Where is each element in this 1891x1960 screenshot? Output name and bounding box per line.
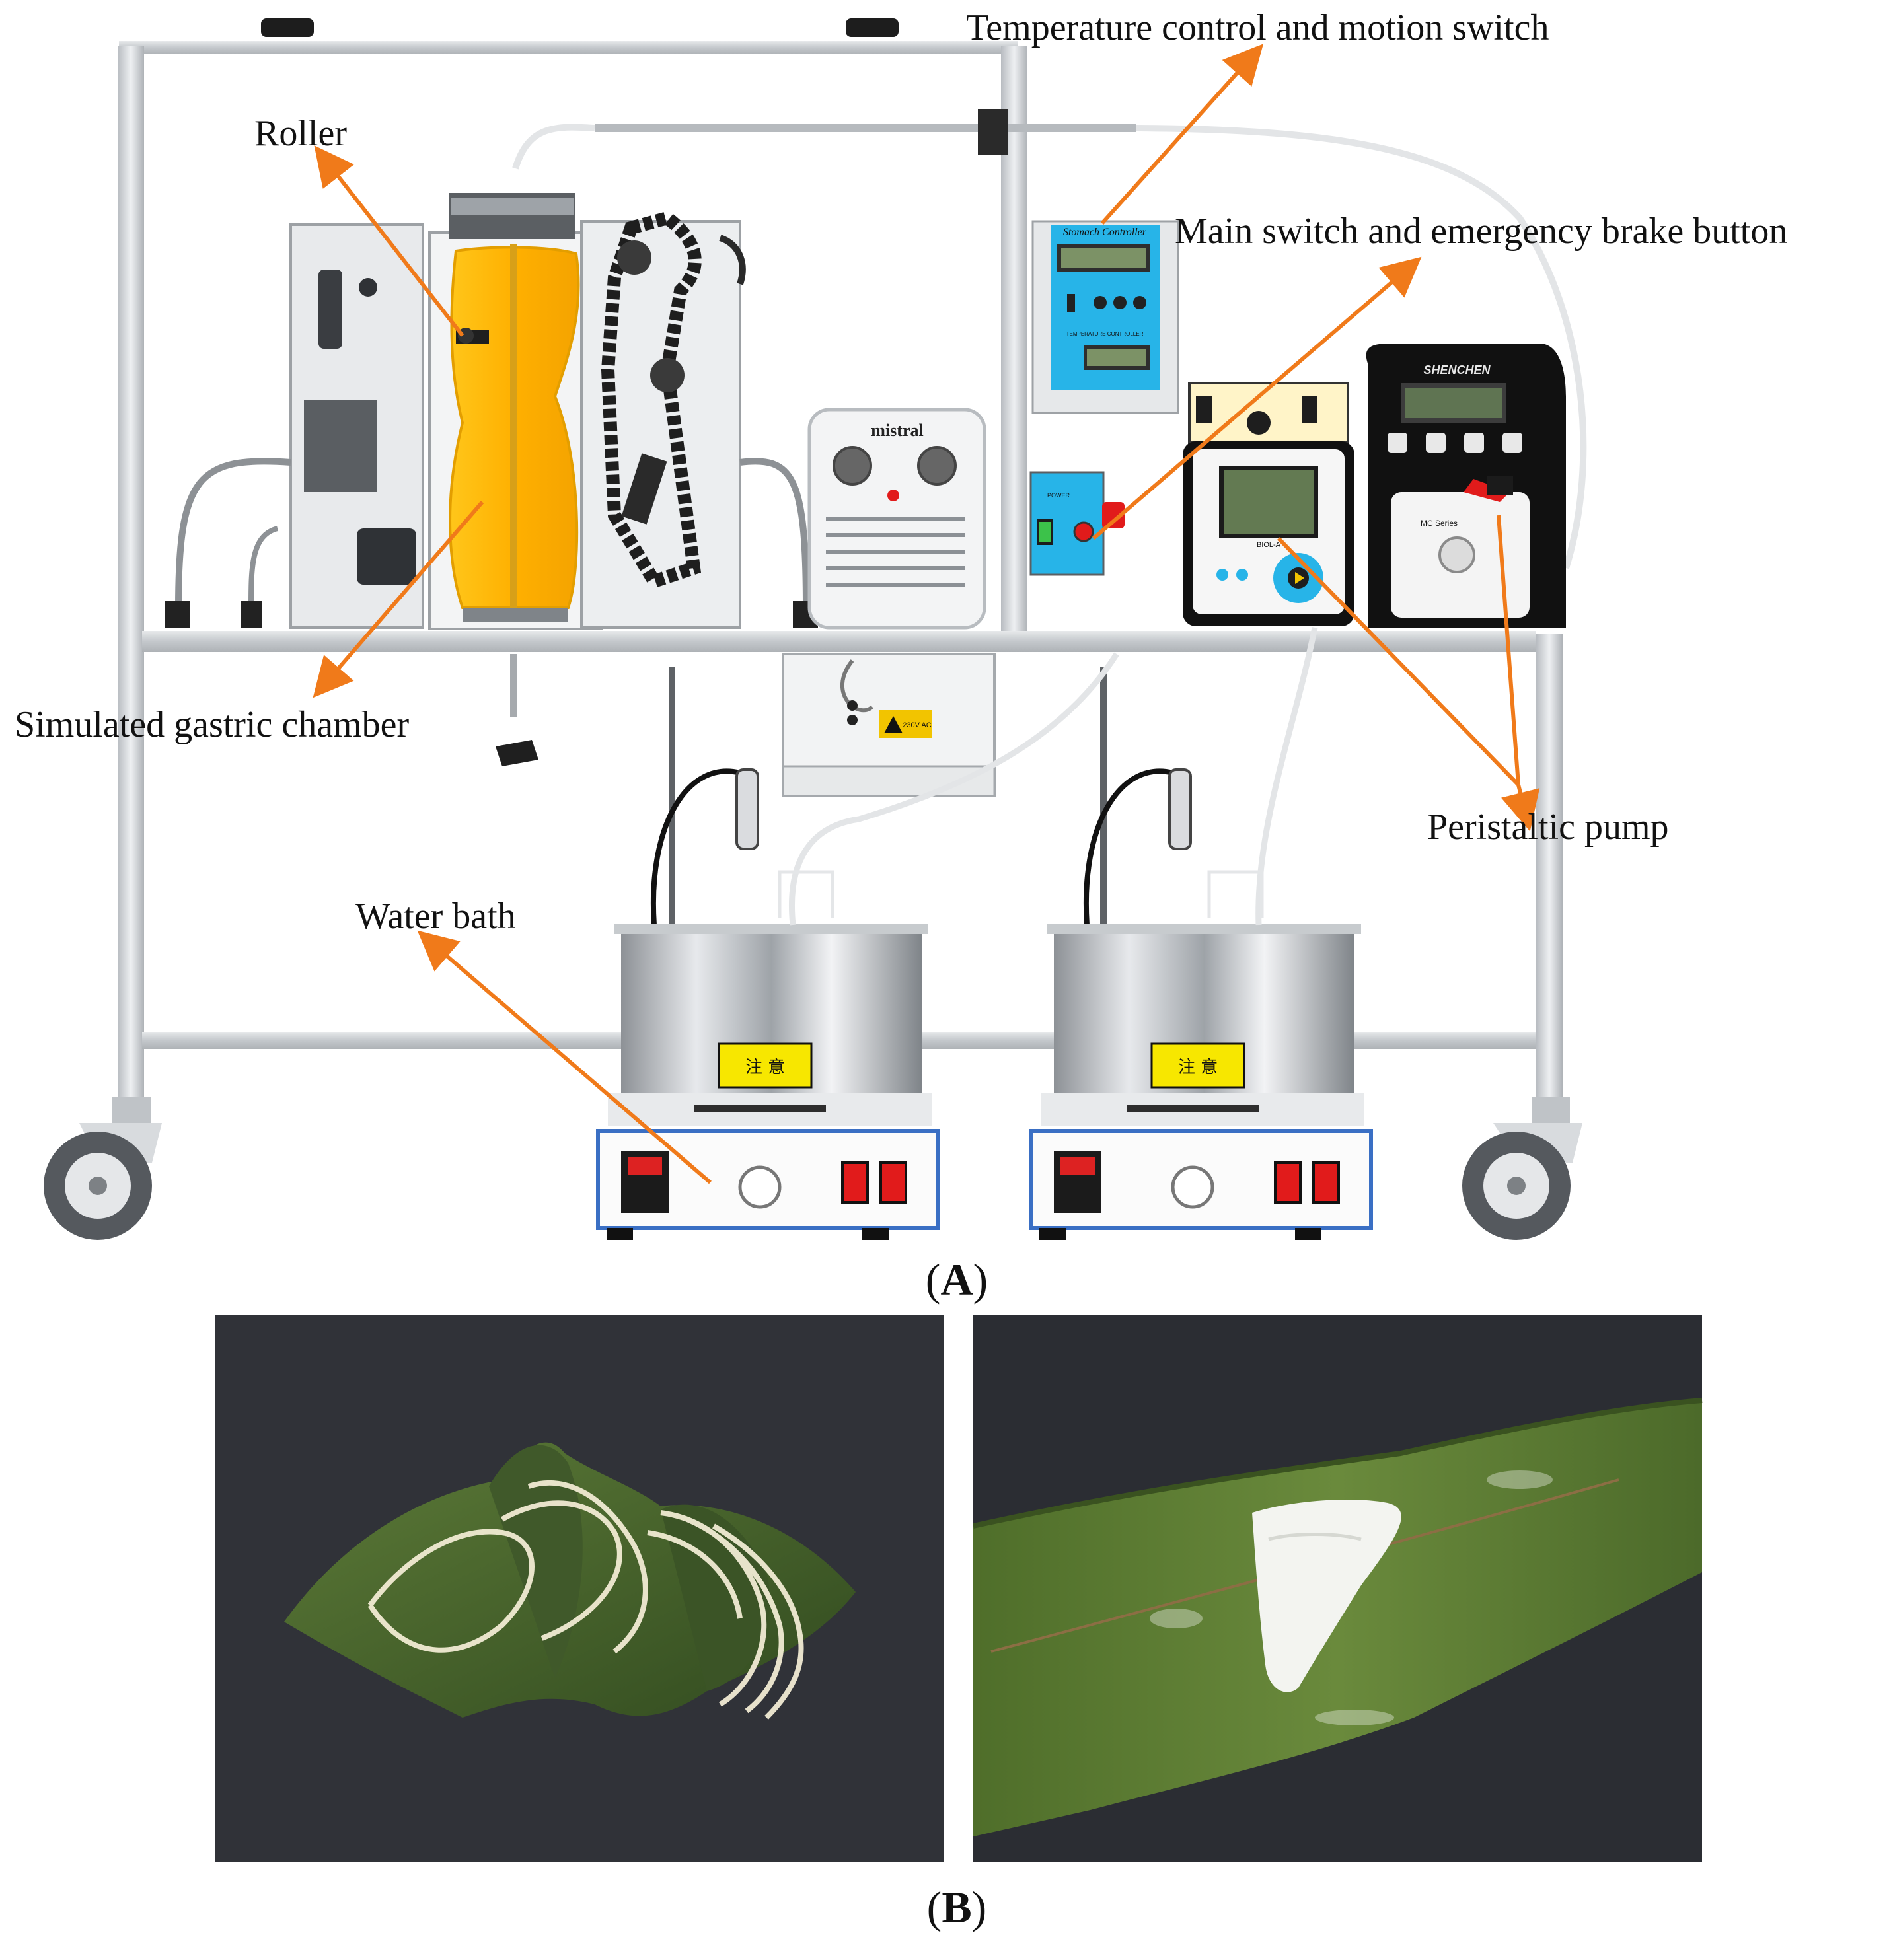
brand-mistral: mistral (871, 421, 923, 440)
tube-bar (595, 124, 1136, 132)
chain-drive (580, 211, 818, 629)
silicone-tube (1207, 870, 1264, 918)
motor-housing (165, 223, 424, 629)
panel-label-a: (A) (926, 1254, 988, 1305)
trolley-frame (44, 18, 1587, 1240)
pump-model-label: BIOL-A (1257, 541, 1281, 549)
arrow-icon (314, 145, 464, 337)
power-label: POWER (1047, 492, 1070, 499)
panel-a: mistral 230V AC Stomac (15, 7, 1787, 1305)
silicone-tube (512, 124, 1587, 569)
photo-tied-zongzi (215, 1315, 944, 1862)
mc-series-label: MC Series (1421, 519, 1458, 528)
controller-title: Stomach Controller (1063, 227, 1147, 238)
knob-icon (833, 446, 872, 486)
voltage-label: 230V AC (903, 721, 931, 729)
arrow-icon (417, 930, 712, 1184)
warning-sign-left: 注 意 (745, 1058, 785, 1077)
arrow-icon (1501, 784, 1540, 832)
pump-unit-small: BIOL-A (1183, 382, 1354, 626)
temp-controller-label: TEMPERATURE CONTROLLER (1066, 331, 1144, 337)
water-bath-right: 注 意 (1029, 667, 1373, 1240)
heater-unit: mistral 230V AC (782, 408, 996, 797)
rice-dumpling (1252, 1500, 1401, 1692)
arrow-icon (1277, 536, 1520, 787)
callout-arrows (313, 44, 1540, 1184)
gastric-chamber (428, 193, 603, 630)
main-switch-box: POWER (1029, 471, 1125, 576)
silicone-tube (778, 870, 834, 918)
top-knob-left (261, 18, 314, 37)
silicone-tube (789, 652, 1119, 926)
warning-triangle-icon (884, 716, 903, 733)
panel-b: (B) (215, 1315, 1703, 1932)
arrow-icon (1100, 44, 1264, 225)
label-main-switch: Main switch and emergency brake button (1175, 211, 1787, 252)
hanging-clip (496, 654, 538, 766)
label-water-bath: Water bath (355, 896, 516, 937)
panel-label-b: (B) (927, 1882, 987, 1932)
silicone-tube (1255, 627, 1318, 926)
arrow-icon (1092, 256, 1422, 540)
tube-clamp (978, 109, 1008, 155)
knob-icon (917, 446, 957, 486)
knob-icon (1171, 1165, 1214, 1209)
arrow-icon (1497, 515, 1520, 785)
knob-icon (738, 1165, 782, 1209)
wheel-icon (44, 1097, 162, 1240)
photo-unwrapped-zongzi (973, 1315, 1703, 1862)
top-knob-right (846, 18, 899, 37)
wheel-icon (1462, 1097, 1582, 1240)
arrow-icon (313, 501, 484, 698)
top-rail (119, 41, 1018, 54)
right-post (1536, 634, 1563, 1097)
label-temperature-control: Temperature control and motion switch (966, 7, 1549, 48)
label-peristaltic-pump: Peristaltic pump (1427, 807, 1669, 848)
water-bath-left: 注 意 (596, 667, 940, 1240)
shelf (142, 631, 1536, 652)
stomach-controller: Stomach Controller TEMPERATURE CONTROLLE… (1031, 220, 1179, 414)
brand-shenchen: SHENCHEN (1423, 363, 1491, 377)
stop-icon (1073, 521, 1094, 542)
label-roller: Roller (254, 113, 347, 154)
left-post (118, 46, 144, 1103)
label-simulated-gastric-chamber: Simulated gastric chamber (15, 704, 409, 745)
peristaltic-pump-device: SHENCHEN MC Series (1366, 344, 1566, 628)
warning-sign-right: 注 意 (1178, 1058, 1218, 1077)
